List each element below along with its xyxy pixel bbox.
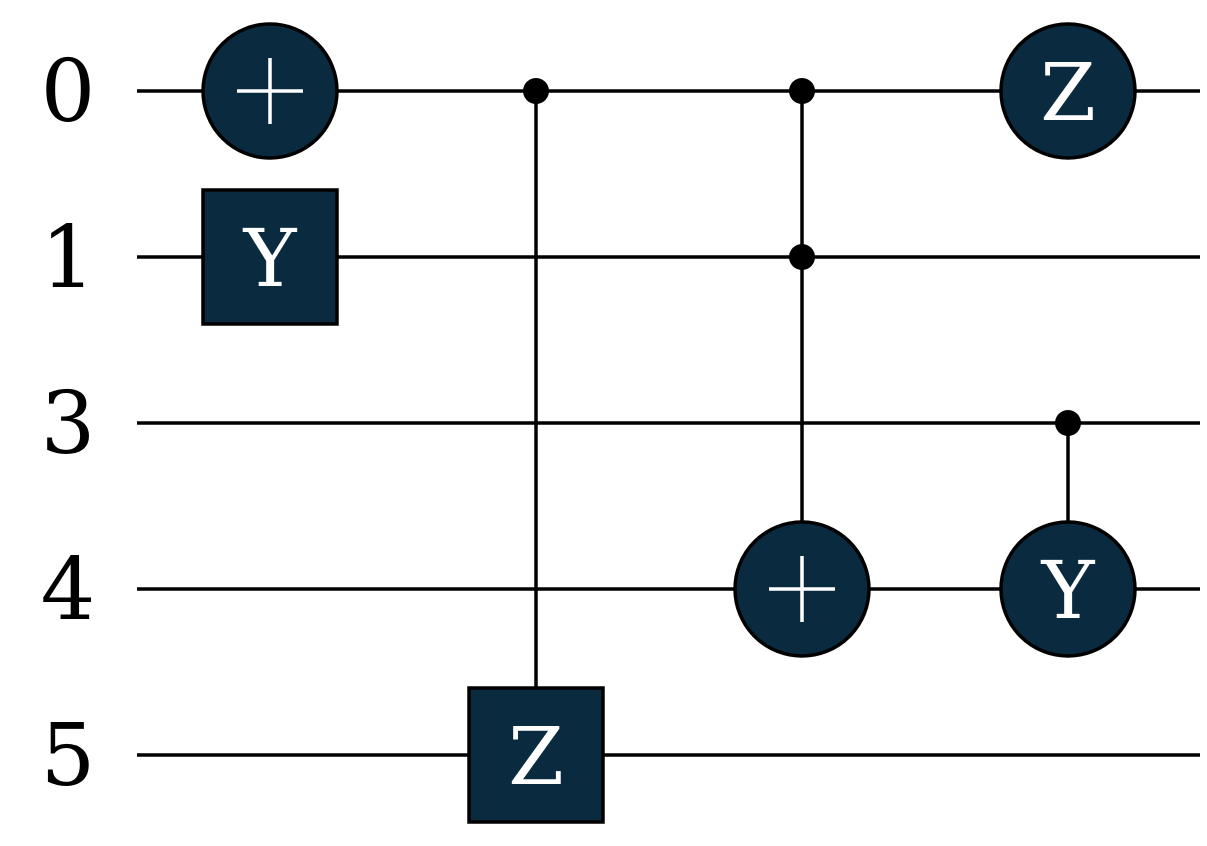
wire-label-q5: 5 xyxy=(41,706,96,806)
gate-box xyxy=(467,686,605,824)
gate-label: Z xyxy=(1040,46,1096,139)
control-dot-q3 xyxy=(1055,410,1081,436)
gate-circle xyxy=(999,22,1137,160)
toffoli-target-q4 xyxy=(733,78,871,658)
wires: 0 1 3 4 5 xyxy=(41,42,1200,806)
wire-label-q3: 3 xyxy=(41,374,96,474)
control-dot-q1 xyxy=(789,244,815,270)
control-dot-q0 xyxy=(523,78,549,104)
gate-circle xyxy=(999,520,1137,658)
gate-label: Y xyxy=(1041,544,1096,637)
controlled-z-q5: Z xyxy=(467,78,605,824)
z-gate-q0: Z xyxy=(999,22,1137,160)
gate-box xyxy=(201,188,339,326)
wire-label-q4: 4 xyxy=(41,540,96,640)
control-dot-q0 xyxy=(789,78,815,104)
plus-icon xyxy=(237,58,303,124)
plus-icon xyxy=(769,556,835,622)
gate-label: Z xyxy=(508,710,564,803)
y-gate-q1: Y xyxy=(201,188,339,326)
gate-label: Y xyxy=(243,212,298,305)
controlled-y-q4: Y xyxy=(999,410,1137,658)
gates: Y Z Z Y xyxy=(201,22,1137,824)
cnot-target-q0 xyxy=(201,22,339,160)
wire-label-q0: 0 xyxy=(41,42,96,142)
wire-label-q1: 1 xyxy=(41,208,96,308)
